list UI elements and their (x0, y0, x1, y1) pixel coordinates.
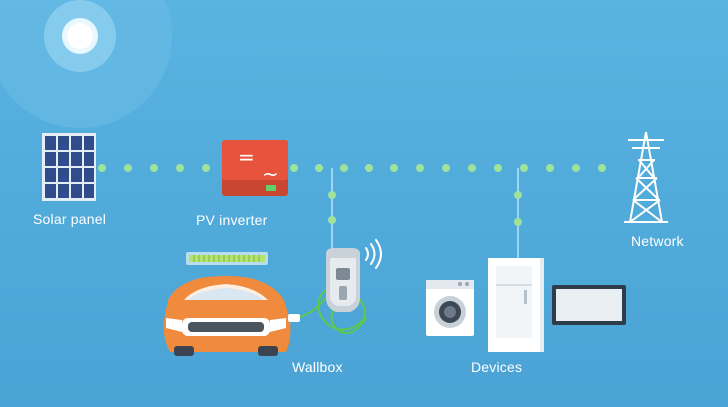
pv-inverter-icon: = ~ (222, 140, 288, 196)
pv-inverter-label: PV inverter (196, 212, 268, 228)
wallbox-label: Wallbox (292, 359, 343, 375)
washing-machine-icon (426, 280, 474, 336)
monitor-icon (552, 285, 626, 325)
wallbox-icon (326, 248, 360, 312)
branch-line-devices (514, 168, 522, 258)
inverter-dc-symbol: = (238, 145, 255, 169)
wireless-signal-icon (365, 239, 382, 269)
network-label: Network (631, 233, 684, 249)
electric-car-icon (163, 276, 291, 356)
network-tower-icon (624, 131, 668, 223)
branch-line-wallbox (328, 168, 336, 262)
inverter-ac-symbol: ~ (262, 162, 279, 186)
sun-icon (0, 0, 172, 128)
refrigerator-icon (488, 258, 544, 352)
solar-panel-icon (42, 133, 96, 201)
devices-label: Devices (471, 359, 523, 375)
solar-panel-label: Solar panel (33, 211, 107, 227)
charging-plug-icon (288, 314, 300, 322)
car-charge-level-indicator (186, 252, 268, 265)
connector-dots-main (98, 164, 606, 172)
